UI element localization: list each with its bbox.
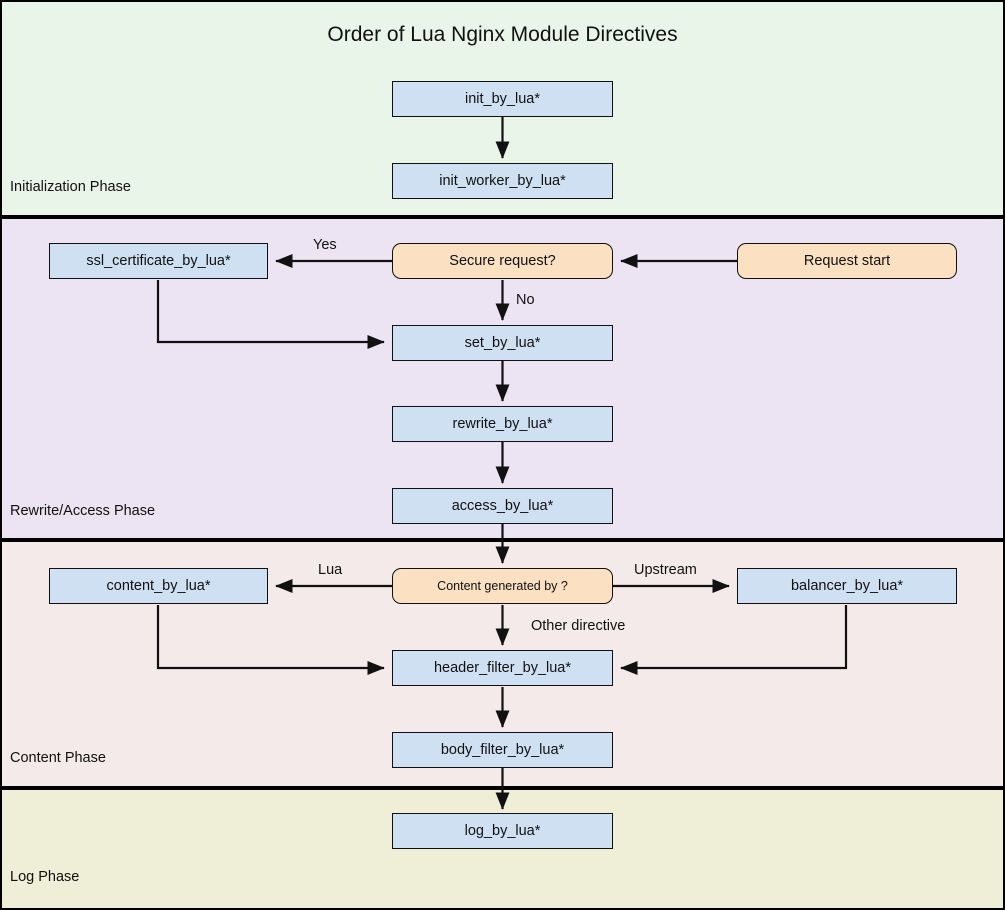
node-label: log_by_lua*	[464, 823, 541, 839]
node-label: init_worker_by_lua*	[439, 173, 566, 189]
edge-label-yes: Yes	[313, 237, 337, 253]
node-label: init_by_lua*	[465, 91, 540, 107]
edge-label-other-directive: Other directive	[531, 618, 626, 634]
phase-label-initialization: Initialization Phase	[10, 179, 131, 195]
node-init-by-lua[interactable]: init_by_lua*	[392, 81, 613, 117]
node-init-worker-by-lua[interactable]: init_worker_by_lua*	[392, 163, 613, 199]
node-balancer-by-lua[interactable]: balancer_by_lua*	[737, 568, 957, 604]
node-label: Request start	[803, 253, 891, 269]
phase-label-content: Content Phase	[10, 750, 106, 766]
node-access-by-lua[interactable]: access_by_lua*	[392, 488, 613, 524]
phase-band-log	[0, 788, 1005, 910]
node-header-filter-by-lua[interactable]: header_filter_by_lua*	[392, 650, 613, 686]
edge-label-lua: Lua	[318, 562, 343, 578]
node-label: access_by_lua*	[451, 498, 554, 514]
node-label: Content generated by ?	[437, 579, 568, 593]
node-content-by-lua[interactable]: content_by_lua*	[49, 568, 268, 604]
node-label: ssl_certificate_by_lua*	[86, 253, 231, 269]
node-label: content_by_lua*	[106, 578, 211, 594]
node-label: balancer_by_lua*	[790, 578, 904, 594]
node-secure-request[interactable]: Secure request?	[392, 243, 613, 279]
diagram-title: Order of Lua Nginx Module Directives	[327, 23, 678, 46]
edge-label-no: No	[516, 292, 535, 308]
node-body-filter-by-lua[interactable]: body_filter_by_lua*	[392, 732, 613, 768]
phase-label-log: Log Phase	[10, 869, 80, 885]
node-content-generated-by[interactable]: Content generated by ?	[392, 568, 613, 604]
phase-label-rewrite-access: Rewrite/Access Phase	[10, 503, 156, 519]
node-rewrite-by-lua[interactable]: rewrite_by_lua*	[392, 406, 613, 442]
edge-label-upstream: Upstream	[634, 562, 697, 578]
node-label: body_filter_by_lua*	[440, 742, 565, 758]
node-label: Secure request?	[449, 253, 556, 269]
node-set-by-lua[interactable]: set_by_lua*	[392, 325, 613, 361]
node-log-by-lua[interactable]: log_by_lua*	[392, 813, 613, 849]
node-label: set_by_lua*	[464, 335, 541, 351]
node-label: rewrite_by_lua*	[452, 416, 553, 432]
node-request-start[interactable]: Request start	[737, 243, 957, 279]
node-ssl-certificate-by-lua[interactable]: ssl_certificate_by_lua*	[49, 243, 268, 279]
node-label: header_filter_by_lua*	[433, 660, 572, 676]
